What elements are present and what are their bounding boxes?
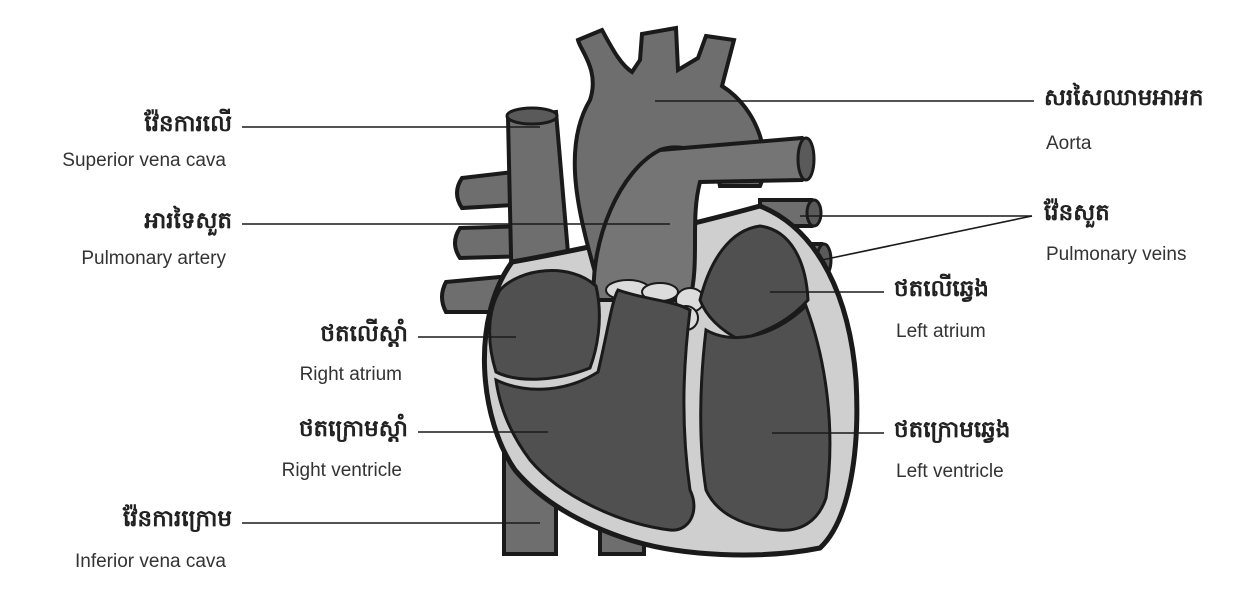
label-pulmonary-artery-en: Pulmonary artery	[81, 248, 226, 269]
right-ventricle-chamber	[494, 288, 696, 532]
left-ventricle-chamber	[699, 303, 832, 532]
label-left-atrium-en: Left atrium	[896, 321, 986, 342]
label-right-ventricle-km: ថតក្រោមស្តាំ	[298, 416, 408, 442]
label-left-ventricle-km: ថតក្រោមឆ្វេង	[894, 417, 1011, 443]
label-pulmonary-artery-km: អារទៃសួត	[144, 208, 232, 234]
label-aorta-en: Aorta	[1046, 133, 1092, 154]
label-pulmonary-veins-en: Pulmonary veins	[1046, 244, 1187, 265]
label-aorta-km: សរសៃឈាមអាអក	[1044, 85, 1204, 111]
label-inferior-vena-cava-km: វ៉ែនការក្រោម	[122, 506, 232, 532]
left-atrium-chamber	[698, 224, 810, 342]
label-pulmonary-veins-km: វ៉ែនសួត	[1044, 200, 1110, 226]
label-superior-vena-cava-km: វ៉ែនការលើ	[144, 111, 232, 137]
right-atrium-chamber	[488, 269, 601, 381]
label-inferior-vena-cava-en: Inferior vena cava	[74, 551, 226, 572]
label-superior-vena-cava-en: Superior vena cava	[62, 150, 226, 171]
leader-pulmonary-vein-lower	[821, 215, 1033, 261]
label-left-ventricle-en: Left ventricle	[896, 461, 1004, 482]
label-left-atrium-km: ថតលើឆ្វេង	[894, 276, 989, 302]
label-right-atrium-km: ថតលើស្តាំ	[320, 321, 408, 347]
label-right-ventricle-en: Right ventricle	[281, 460, 402, 481]
label-right-atrium-en: Right atrium	[299, 364, 402, 385]
